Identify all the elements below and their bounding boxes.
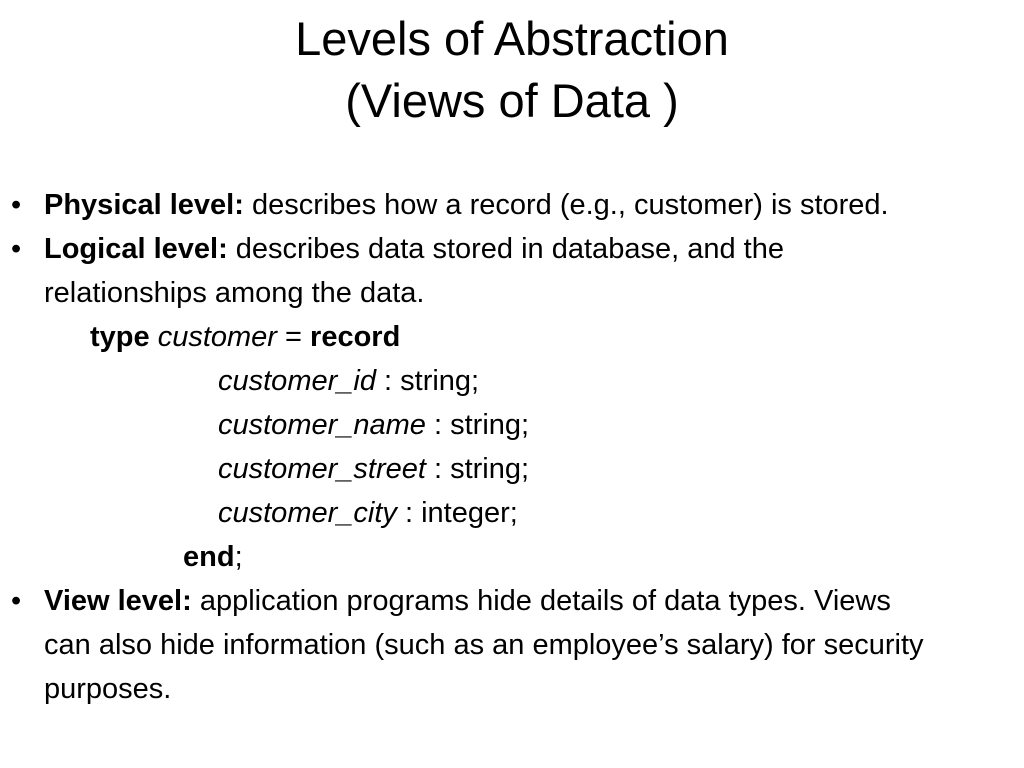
record-field-row: customer_id : string; (0, 359, 1024, 403)
record-field-separator: : (425, 409, 451, 441)
slide-body: • Physical level: describes how a record… (0, 183, 1024, 711)
record-field-datatype: string; (450, 409, 530, 441)
bullet-view-level-lead: View level: (44, 585, 192, 617)
record-field-separator: : (375, 365, 401, 397)
record-field-row: customer_street : string; (0, 447, 1024, 491)
record-field-row: customer_name : string; (0, 403, 1024, 447)
record-declaration-end: end; (0, 535, 1024, 579)
bullet-logical-level-body: describes data stored in database, and t… (44, 233, 784, 309)
record-field-name: customer_name (218, 409, 426, 441)
bullet-physical-level-text: Physical level: describes how a record (… (44, 183, 939, 227)
bullet-physical-level-lead: Physical level: (44, 189, 244, 221)
bullet-view-level: • View level: application programs hide … (0, 579, 1004, 711)
bullet-physical-level-body: describes how a record (e.g., customer) … (243, 189, 889, 221)
title-line-1: Levels of Abstraction (295, 12, 729, 65)
bullet-dot-icon: • (11, 585, 22, 617)
keyword-type: type (90, 321, 150, 353)
slide-title: Levels of Abstraction (Views of Data ) (0, 8, 1024, 132)
bullet-view-level-body: application programs hide details of dat… (44, 585, 924, 705)
record-equals-sign: = (276, 321, 311, 353)
record-field-name: customer_city (218, 497, 397, 529)
bullet-view-level-text: View level: application programs hide de… (44, 579, 939, 711)
keyword-record: record (310, 321, 401, 353)
record-field-name: customer_id (218, 365, 376, 397)
record-field-datatype: string; (450, 453, 530, 485)
bullet-dot-icon: • (11, 233, 22, 265)
bullet-logical-level: • Logical level: describes data stored i… (0, 227, 1004, 315)
record-field-datatype: integer; (421, 497, 518, 529)
record-field-separator: : (425, 453, 451, 485)
keyword-end: end (183, 541, 235, 573)
record-field-separator: : (396, 497, 422, 529)
record-field-row: customer_city : integer; (0, 491, 1024, 535)
bullet-physical-level: • Physical level: describes how a record… (0, 183, 1004, 227)
title-line-2: (Views of Data ) (345, 74, 679, 127)
record-declaration: type customer = record customer_id : str… (0, 315, 1024, 579)
record-end-terminator: ; (234, 541, 243, 573)
record-declaration-header: type customer = record (0, 315, 1024, 359)
bullet-logical-level-lead: Logical level: (44, 233, 228, 265)
record-field-name: customer_street (218, 453, 426, 485)
bullet-logical-level-text: Logical level: describes data stored in … (44, 227, 939, 315)
record-type-name: customer (157, 321, 277, 353)
bullet-dot-icon: • (11, 189, 22, 221)
record-field-datatype: string; (400, 365, 480, 397)
